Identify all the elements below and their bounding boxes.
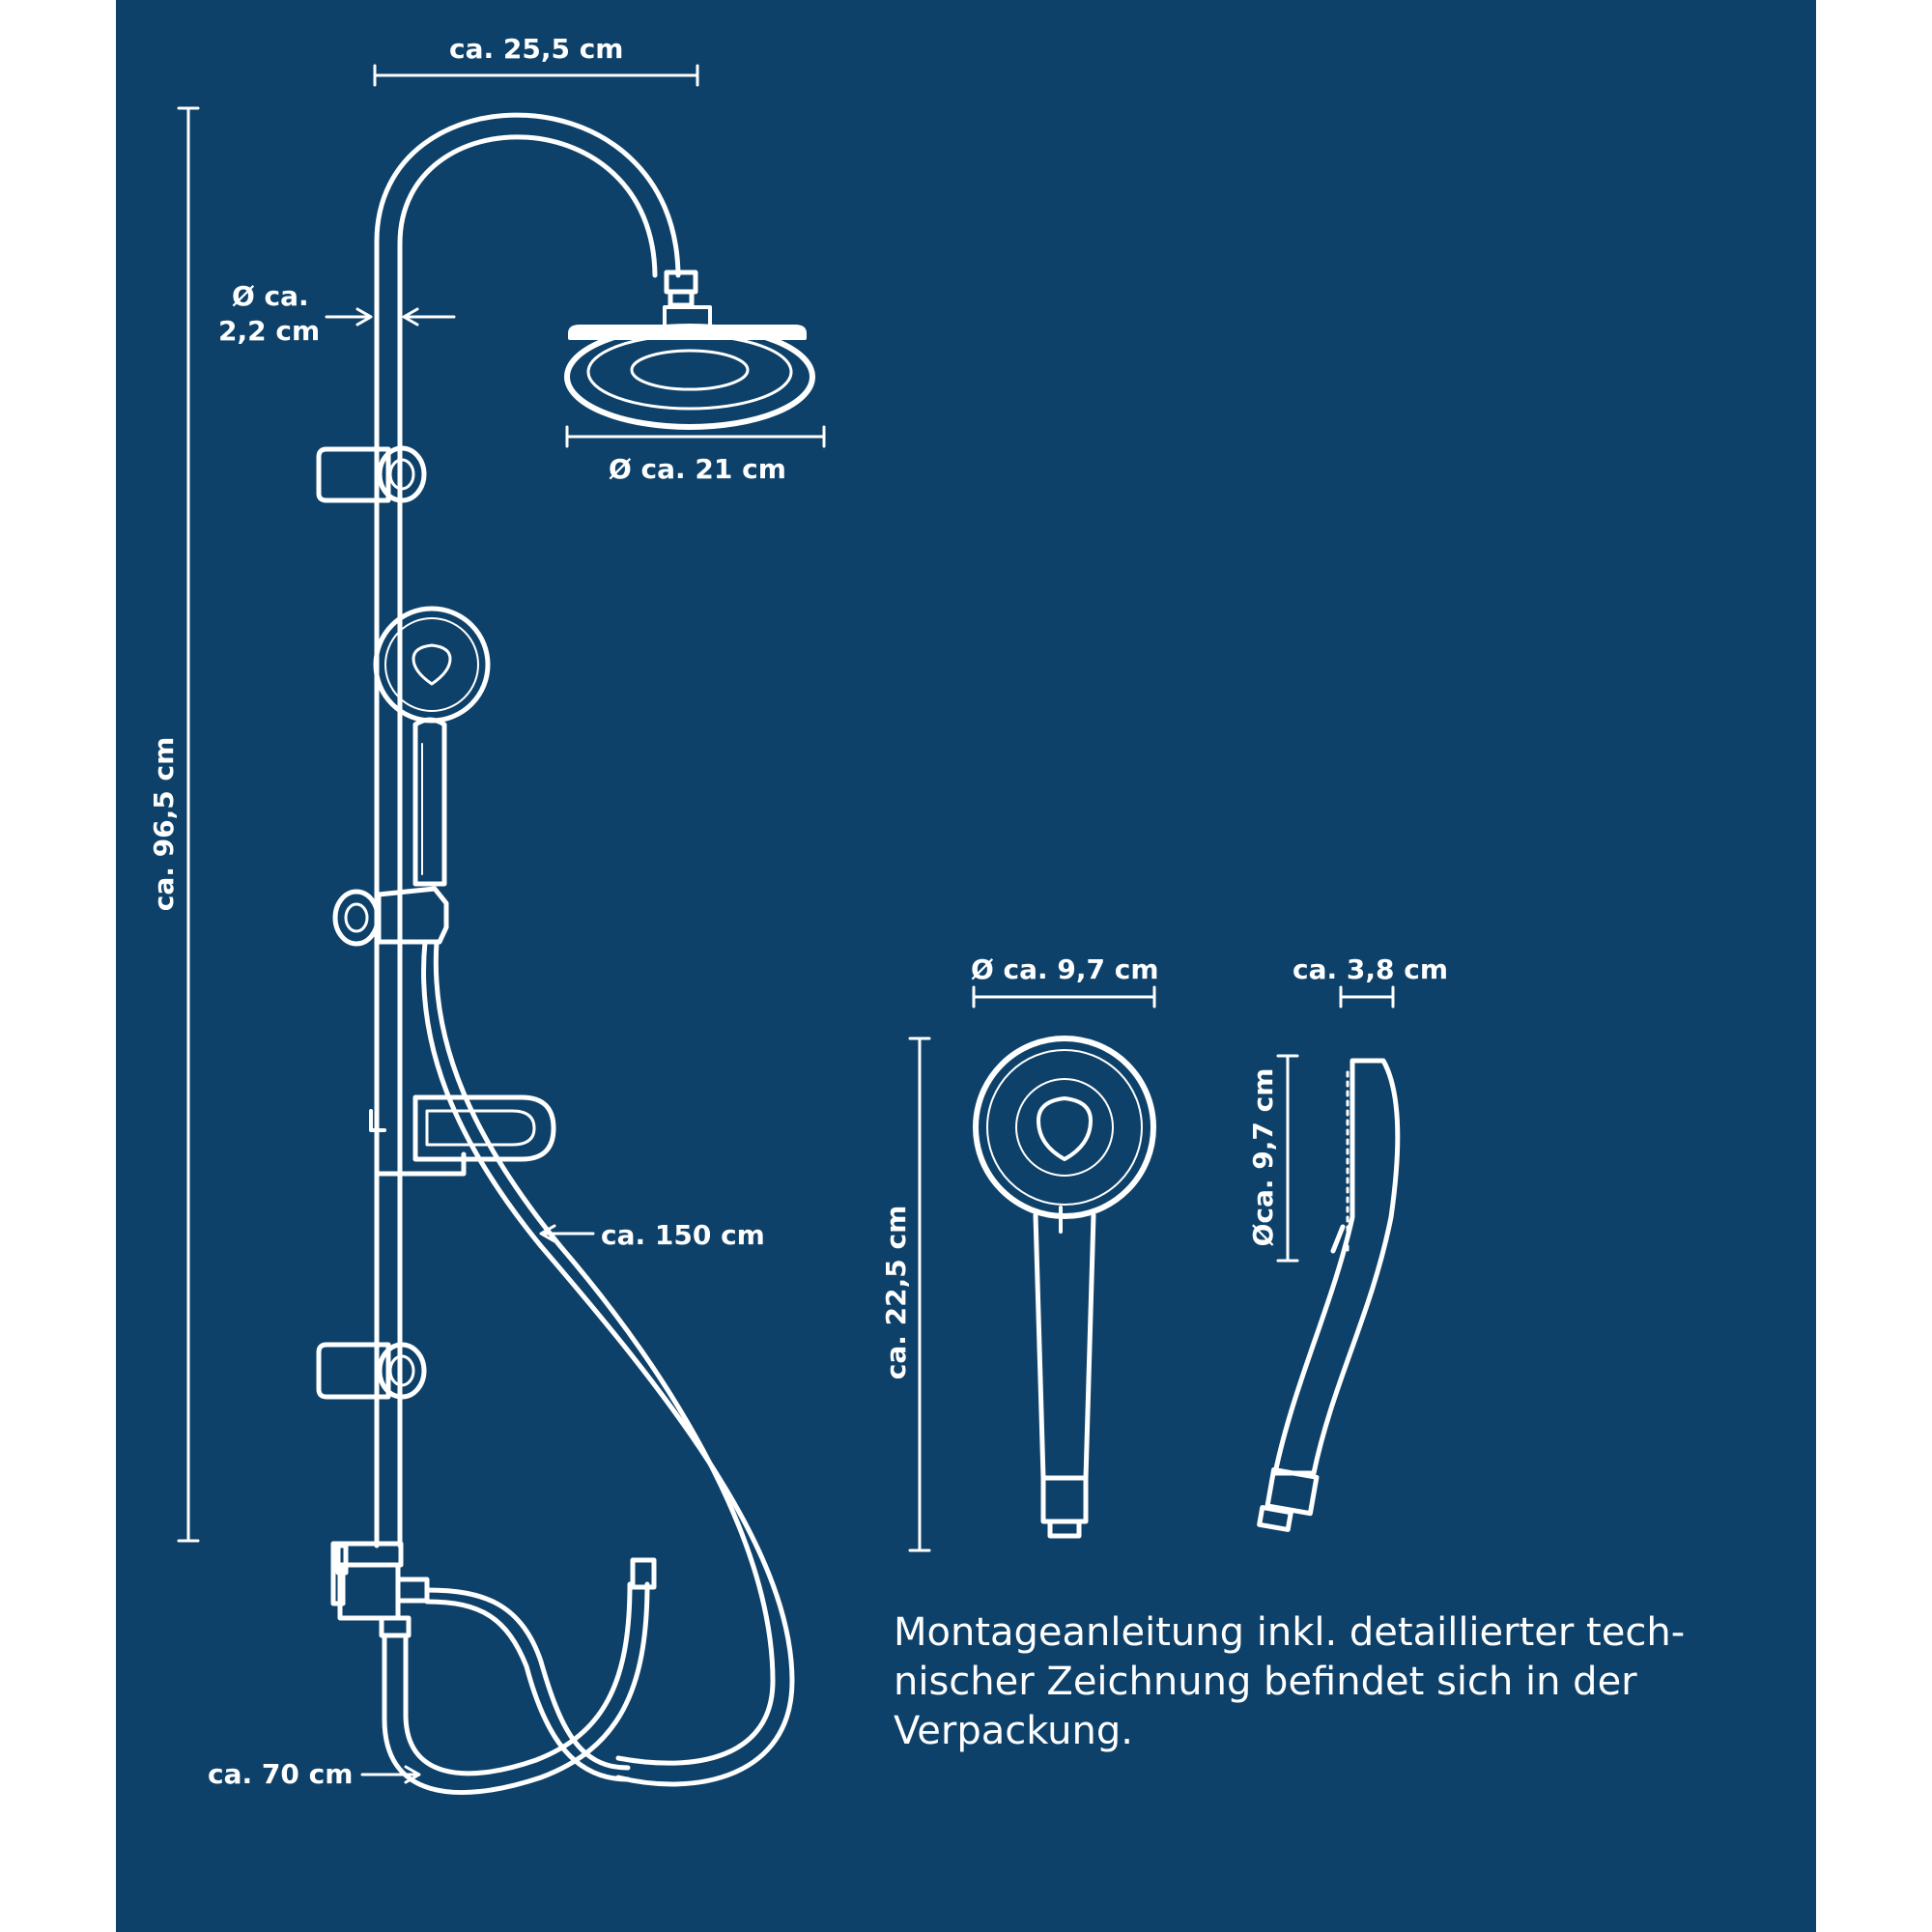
diverter-valve xyxy=(330,1541,631,1782)
inlet-hose xyxy=(382,1557,657,1795)
hand-thickness-label: ca. 3,8 cm xyxy=(1293,953,1448,985)
total-height-label: ca. 96,5 cm xyxy=(148,736,180,912)
head-diameter-label: Ø ca. 21 cm xyxy=(609,453,786,485)
pipe-diameter-label-line2: 2,2 cm xyxy=(218,315,321,347)
rain-shower-head xyxy=(564,305,815,430)
installation-note-line1: Montageanleitung inkl. detaillierter tec… xyxy=(894,1610,1686,1655)
soap-dish xyxy=(369,1094,556,1177)
pipe-diameter-label-line1: Ø ca. xyxy=(232,280,309,312)
hand-length-label: ca. 22,5 cm xyxy=(880,1205,912,1380)
hand-shower-front-view xyxy=(973,1036,1156,1539)
wall-bracket-bottom xyxy=(316,1342,427,1400)
installation-note-line3: Verpackung. xyxy=(894,1709,1133,1753)
wall-bracket-top xyxy=(316,445,427,503)
inlet-hose-length-label: ca. 70 cm xyxy=(208,1758,354,1790)
dimension-lines xyxy=(177,64,1395,1784)
hose-length-label: ca. 150 cm xyxy=(601,1219,765,1251)
installation-note: Montageanleitung inkl. detaillierter tec… xyxy=(894,1608,1782,1756)
arm-width-label: ca. 25,5 cm xyxy=(449,33,624,65)
hand-shower-on-rail xyxy=(373,606,491,887)
hand-head-diameter-label: Ø ca. 9,7 cm xyxy=(971,953,1159,985)
shower-hose xyxy=(421,939,795,1787)
installation-note-line2: nischer Zeichnung befindet sich in der xyxy=(894,1660,1637,1704)
hand-side-diameter-label: Øca. 9,7 cm xyxy=(1247,1067,1279,1247)
slider-holder xyxy=(332,886,449,947)
hand-shower-side-view xyxy=(1257,1058,1401,1532)
